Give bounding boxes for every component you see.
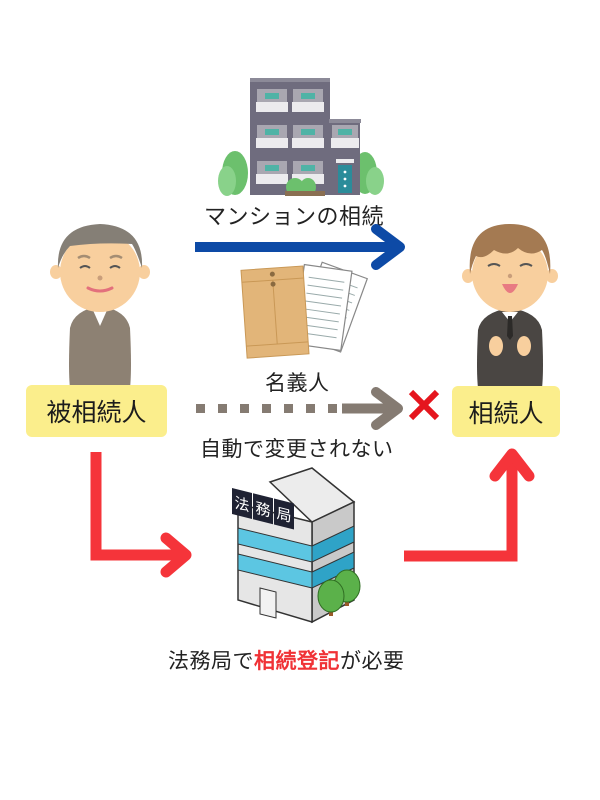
caption-prefix: 法務局で <box>168 649 254 673</box>
blue-arrow <box>195 224 405 270</box>
caption-suffix: が必要 <box>340 649 405 673</box>
top-flow-caption: マンションの相続 <box>204 205 385 230</box>
middle-flow-note: 自動で変更されない <box>200 437 394 461</box>
bureau-sign-char: 務 <box>253 493 273 525</box>
apartment-building-illustration <box>218 78 384 196</box>
middle-flow-caption: 名義人 <box>265 371 330 395</box>
documents-illustration <box>240 261 369 359</box>
heir-label: 相続人 <box>452 386 560 437</box>
elderly-man-illustration <box>50 224 150 388</box>
caption-highlight: 相続登記 <box>254 649 340 673</box>
tree-icon <box>317 569 361 616</box>
legal-affairs-bureau-illustration: 法 務 局 <box>230 467 370 630</box>
bureau-sign-char: 局 <box>274 498 294 530</box>
gray-dashed-arrow <box>196 387 403 430</box>
blocked-cross-icon <box>405 386 443 424</box>
red-arrow-office-to-heir <box>404 448 535 562</box>
bureau-sign-char: 法 <box>232 488 252 519</box>
deceased-label: 被相続人 <box>26 385 167 437</box>
red-arrow-left-to-office <box>90 452 192 578</box>
bottom-flow-caption: 法務局で相続登記が必要 <box>168 645 405 675</box>
heir-man-illustration <box>462 224 558 388</box>
